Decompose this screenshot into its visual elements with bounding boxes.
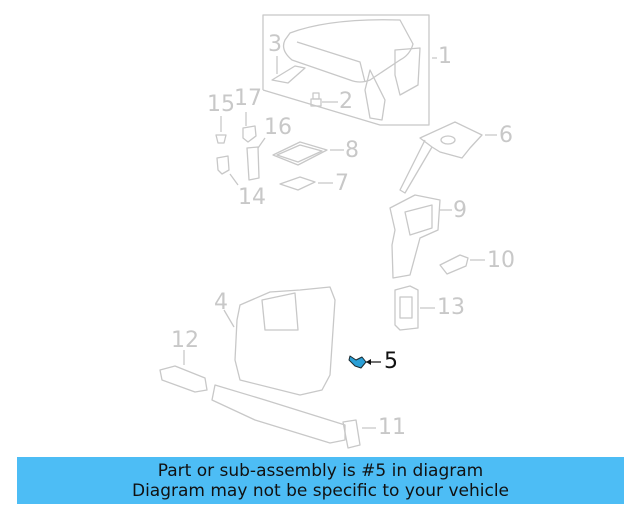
callout-10: 10 (487, 248, 515, 273)
callout-7: 7 (335, 171, 349, 196)
parts-diagram: 1 2 3 4 5 6 7 8 9 10 11 12 13 14 15 16 1… (159, 14, 515, 449)
info-banner: Part or sub-assembly is #5 in diagram Di… (17, 457, 624, 504)
callout-15: 15 (207, 92, 235, 117)
callout-12: 12 (171, 328, 199, 353)
callout-5: 5 (384, 349, 398, 374)
vent-part-9 (389, 194, 452, 279)
callout-17: 17 (234, 86, 262, 111)
callout-9: 9 (453, 198, 467, 223)
duct-part-11 (211, 384, 376, 449)
exploded-view-drawing (159, 14, 497, 449)
banner-line-disclaimer: Diagram may not be specific to your vehi… (131, 480, 509, 501)
duct-part-12 (159, 350, 208, 393)
trim-part-6 (399, 121, 497, 194)
callout-16: 16 (264, 115, 292, 140)
lid-part-3 (271, 56, 306, 84)
bracket-part-10 (439, 254, 485, 275)
callout-8: 8 (345, 138, 359, 163)
switch-part-13 (394, 285, 435, 331)
bolt-part-2 (310, 92, 338, 107)
mats-parts-7-8 (272, 141, 344, 191)
callout-11: 11 (378, 415, 406, 440)
callout-6: 6 (499, 123, 513, 148)
banner-line-part-number: Part or sub-assembly is #5 in diagram (157, 460, 484, 481)
callout-13: 13 (437, 295, 465, 320)
callout-4: 4 (214, 290, 228, 315)
callout-2: 2 (339, 89, 353, 114)
callout-3: 3 (268, 32, 282, 57)
callout-14: 14 (238, 185, 266, 210)
console-bracket-part-4 (223, 286, 336, 396)
callout-1: 1 (438, 44, 452, 69)
highlighted-part-5 (348, 355, 381, 369)
clips-parts-14-17 (215, 112, 266, 186)
armrest-assembly-part-1 (262, 14, 437, 126)
